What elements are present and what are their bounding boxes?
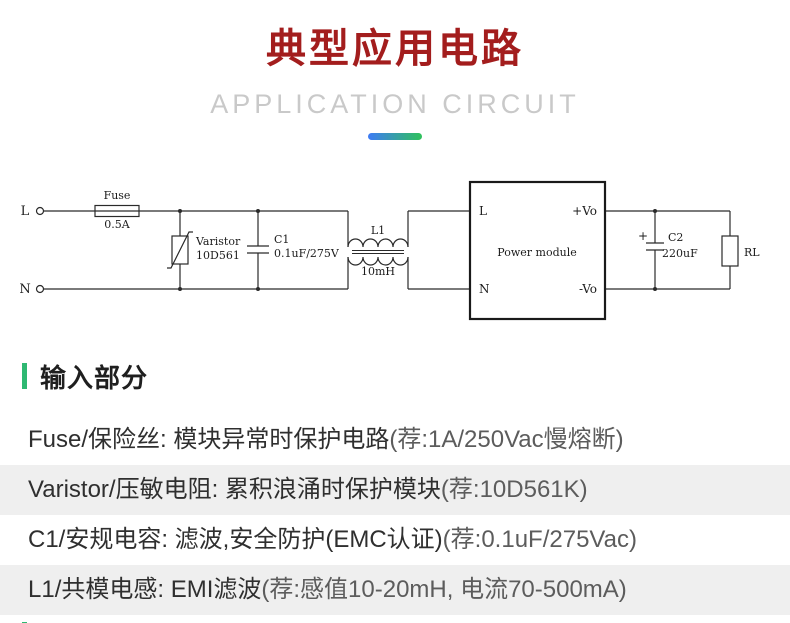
component-desc: Varistor/压敏电阻: 累积浪涌时保护模块 — [28, 476, 441, 503]
component-row-fuse: Fuse/保险丝: 模块异常时保护电路(荐:1A/250Vac慢熔断) — [0, 415, 790, 465]
terminal-n-label: N — [19, 282, 30, 297]
module-pin-n: N — [479, 282, 490, 296]
c2-capacitor-symbol: + C2 220uF — [638, 211, 698, 289]
l1-label: L1 — [371, 224, 385, 237]
section-accent-bar — [22, 363, 27, 389]
c1-value: 0.1uF/275V — [274, 247, 340, 260]
circuit-schematic: L N Fuse 0.5A Varistor 10D561 — [19, 180, 760, 321]
c1-label: C1 — [274, 233, 289, 246]
component-row-varistor: Varistor/压敏电阻: 累积浪涌时保护模块(荐:10D561K) — [0, 465, 790, 515]
fuse-symbol: Fuse 0.5A — [94, 189, 140, 231]
component-list: Fuse/保险丝: 模块异常时保护电路(荐:1A/250Vac慢熔断) Vari… — [0, 415, 790, 615]
module-label: Power module — [497, 246, 576, 259]
component-desc: L1/共模电感: EMI滤波 — [28, 576, 262, 603]
page-title: 典型应用电路 — [266, 27, 524, 71]
module-pin-vo-plus: +Vo — [572, 204, 597, 218]
application-circuit-diagram: L N Fuse 0.5A Varistor 10D561 — [0, 166, 790, 344]
component-recommendation: (荐:感值10-20mH, 电流70-500mA) — [261, 576, 627, 603]
circuit-wires — [43, 210, 730, 290]
varistor-value: 10D561 — [196, 249, 240, 262]
component-desc: C1/安规电容: 滤波,安全防护(EMC认证) — [28, 526, 443, 553]
page-subtitle: APPLICATION CIRCUIT — [210, 89, 580, 119]
l1-value: 10mH — [361, 265, 395, 278]
gradient-underline — [368, 133, 422, 140]
c1-capacitor-symbol: C1 0.1uF/275V — [247, 211, 340, 289]
component-recommendation: (荐:1A/250Vac慢熔断) — [389, 426, 624, 453]
component-recommendation: (荐:10D561K) — [440, 476, 588, 503]
rl-label: RL — [744, 246, 760, 259]
c2-label: C2 — [668, 231, 683, 244]
input-terminal-live: L — [21, 204, 45, 219]
power-module-box: L N +Vo -Vo Power module — [468, 180, 607, 321]
varistor-label: Varistor — [195, 235, 241, 248]
terminal-l-label: L — [21, 204, 30, 219]
input-terminal-neutral: N — [19, 282, 45, 297]
l1-choke-symbol: L1 10mH — [347, 211, 409, 289]
component-desc: Fuse/保险丝: 模块异常时保护电路 — [28, 426, 390, 453]
load-resistor-symbol: RL — [721, 211, 760, 289]
fuse-label: Fuse — [104, 189, 131, 202]
module-pin-l: L — [479, 204, 487, 218]
input-section-title: 输入部分 — [40, 362, 149, 393]
input-section-header: 输入部分 — [22, 361, 790, 393]
component-recommendation: (荐:0.1uF/275Vac) — [442, 526, 637, 553]
fuse-value: 0.5A — [104, 218, 130, 231]
module-pin-vo-minus: -Vo — [579, 282, 597, 296]
c2-value: 220uF — [662, 247, 698, 260]
component-row-c1: C1/安规电容: 滤波,安全防护(EMC认证)(荐:0.1uF/275Vac) — [0, 515, 790, 565]
component-row-l1: L1/共模电感: EMI滤波(荐:感值10-20mH, 电流70-500mA) — [0, 565, 790, 615]
output-section-title: 输出部分 — [40, 617, 148, 623]
junction-dots — [178, 209, 657, 291]
c2-polarity-plus: + — [638, 229, 648, 243]
varistor-symbol: Varistor 10D561 — [167, 211, 241, 289]
